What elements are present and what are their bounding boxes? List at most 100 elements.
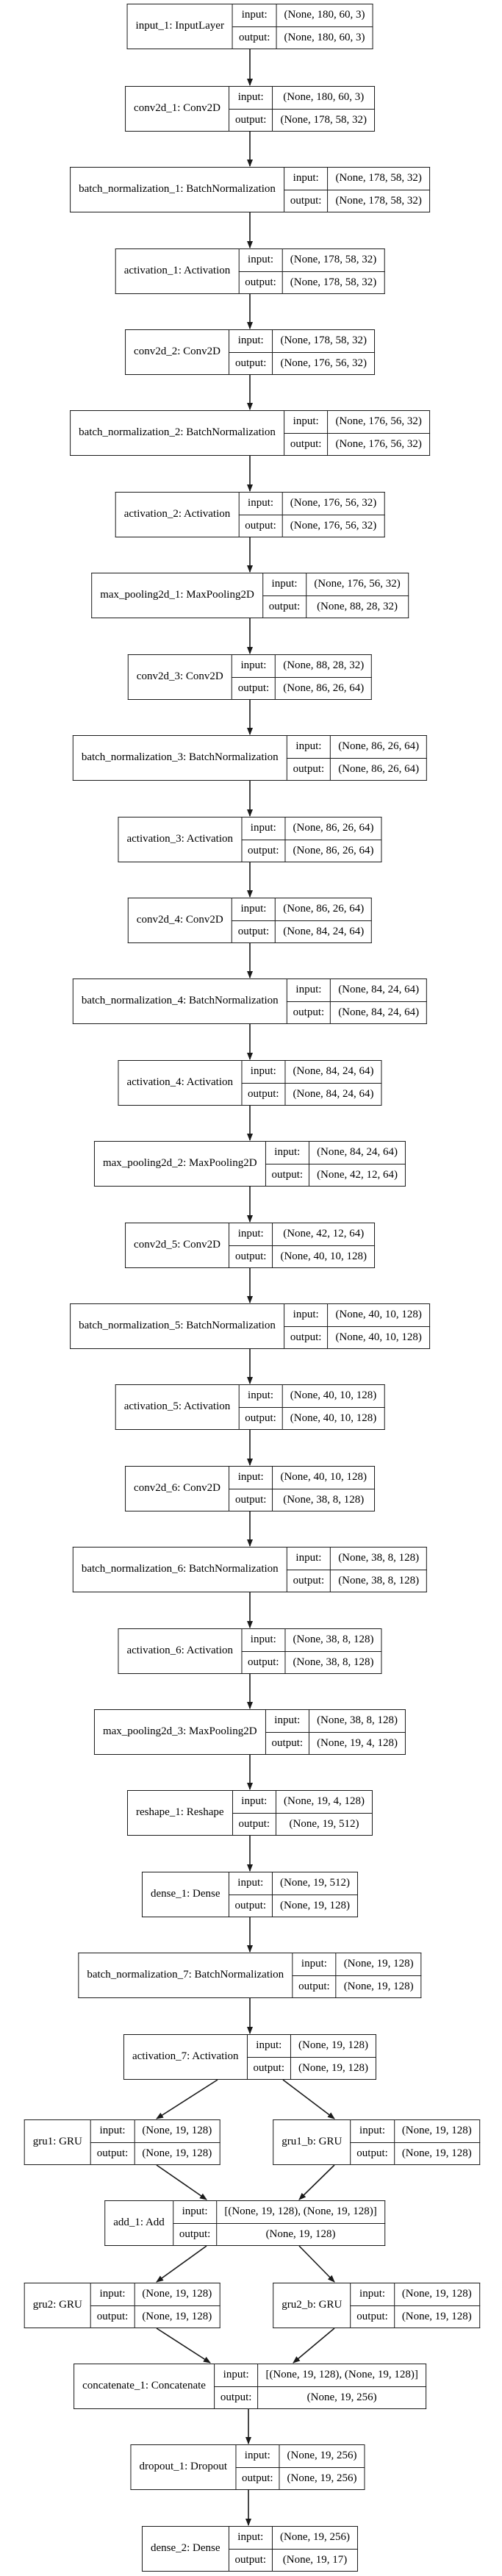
- layer-batch_normalization_6: batch_normalization_6: BatchNormalizatio…: [72, 1547, 428, 1592]
- output-shape: (None, 19, 128): [393, 2305, 480, 2328]
- input-key: input:: [283, 1303, 329, 1327]
- output-key: output:: [238, 514, 283, 537]
- input-key: input:: [283, 410, 329, 434]
- layer-label: conv2d_1: Conv2D: [125, 86, 229, 132]
- input-shape: (None, 19, 128): [134, 2119, 220, 2143]
- layer-batch_normalization_1: batch_normalization_1: BatchNormalizatio…: [70, 167, 430, 212]
- input-shape: (None, 38, 8, 128): [330, 1547, 428, 1570]
- layer-label: input_1: InputLayer: [126, 4, 233, 49]
- output-shape: (None, 84, 24, 64): [284, 1082, 382, 1106]
- output-key: output:: [265, 1731, 310, 1755]
- layer-label: activation_7: Activation: [123, 2034, 248, 2080]
- edge-gru1_b-to-add_1: [298, 2164, 335, 2200]
- output-shape: (None, 86, 26, 64): [284, 839, 382, 862]
- input-key: input:: [90, 2119, 135, 2143]
- output-shape: (None, 19, 128): [335, 1975, 422, 1998]
- edge-add_1-to-gru2_b: [298, 2245, 335, 2283]
- layer-label: conv2d_6: Conv2D: [125, 1466, 229, 1511]
- output-key: output:: [90, 2142, 135, 2165]
- input-shape: (None, 38, 8, 128): [309, 1709, 406, 1733]
- output-shape: (None, 19, 256): [279, 2466, 365, 2490]
- output-shape: (None, 38, 8, 128): [330, 1569, 428, 1592]
- layer-label: gru2: GRU: [24, 2283, 91, 2328]
- output-shape: (None, 19, 128): [393, 2142, 480, 2165]
- output-shape: (None, 86, 26, 64): [275, 676, 373, 700]
- output-shape: (None, 84, 24, 64): [275, 920, 373, 943]
- input-shape: (None, 180, 60, 3): [272, 86, 375, 110]
- output-shape: (None, 178, 58, 32): [327, 189, 430, 212]
- input-shape: (None, 19, 128): [134, 2283, 220, 2306]
- input-shape: (None, 40, 10, 128): [282, 1384, 385, 1408]
- input-shape: (None, 19, 4, 128): [276, 1790, 373, 1814]
- output-shape: (None, 19, 128): [216, 2222, 385, 2246]
- output-shape: (None, 19, 128): [134, 2305, 220, 2328]
- output-shape: (None, 178, 58, 32): [272, 108, 375, 132]
- layer-label: batch_normalization_4: BatchNormalizatio…: [72, 978, 287, 1024]
- output-key: output:: [292, 1975, 337, 1998]
- output-key: output:: [283, 189, 329, 212]
- input-key: input:: [228, 86, 273, 110]
- output-shape: (None, 176, 56, 32): [282, 514, 385, 537]
- output-shape: (None, 42, 12, 64): [309, 1163, 406, 1187]
- layer-batch_normalization_2: batch_normalization_2: BatchNormalizatio…: [70, 410, 430, 456]
- layer-label: gru1_b: GRU: [273, 2119, 351, 2165]
- input-shape: (None, 19, 128): [290, 2034, 377, 2058]
- layer-label: activation_5: Activation: [115, 1384, 240, 1430]
- output-key: output:: [232, 1812, 277, 1836]
- edge-activation_7-to-gru1: [156, 2079, 218, 2119]
- input-key: input:: [350, 2119, 395, 2143]
- input-shape: (None, 178, 58, 32): [327, 167, 430, 190]
- output-shape: (None, 19, 128): [272, 1894, 359, 1917]
- output-key: output:: [265, 1163, 310, 1187]
- layer-batch_normalization_3: batch_normalization_3: BatchNormalizatio…: [72, 735, 428, 781]
- edge-add_1-to-gru2: [156, 2245, 207, 2283]
- layer-batch_normalization_5: batch_normalization_5: BatchNormalizatio…: [70, 1303, 430, 1349]
- layer-label: concatenate_1: Concatenate: [73, 2364, 215, 2409]
- output-shape: (None, 180, 60, 3): [276, 26, 373, 49]
- output-shape: (None, 40, 10, 128): [272, 1245, 375, 1268]
- input-shape: (None, 176, 56, 32): [327, 410, 430, 434]
- layer-label: batch_normalization_2: BatchNormalizatio…: [70, 410, 284, 456]
- layer-label: dropout_1: Dropout: [130, 2444, 237, 2490]
- edge-gru2-to-concatenate_1: [156, 2328, 211, 2364]
- output-key: output:: [238, 271, 283, 294]
- output-key: output:: [228, 108, 273, 132]
- input-shape: (None, 19, 256): [272, 2526, 359, 2550]
- output-key: output:: [283, 1325, 329, 1349]
- output-key: output:: [235, 2466, 280, 2490]
- output-shape: (None, 178, 58, 32): [282, 271, 385, 294]
- input-shape: (None, 84, 24, 64): [309, 1141, 406, 1164]
- input-shape: (None, 84, 24, 64): [284, 1060, 382, 1084]
- input-shape: (None, 178, 58, 32): [282, 248, 385, 272]
- output-key: output:: [228, 351, 273, 375]
- input-key: input:: [228, 329, 273, 353]
- output-shape: (None, 19, 128): [134, 2142, 220, 2165]
- layer-label: batch_normalization_3: BatchNormalizatio…: [72, 735, 287, 781]
- layer-label: dense_2: Dense: [141, 2526, 229, 2572]
- input-key: input:: [90, 2283, 135, 2306]
- input-shape: (None, 86, 26, 64): [330, 735, 428, 759]
- layer-label: batch_normalization_1: BatchNormalizatio…: [70, 167, 284, 212]
- output-key: output:: [262, 595, 307, 618]
- output-shape: (None, 38, 8, 128): [284, 1650, 382, 1674]
- output-shape: (None, 19, 512): [276, 1812, 373, 1836]
- input-key: input:: [241, 817, 286, 840]
- input-shape: (None, 42, 12, 64): [272, 1223, 375, 1246]
